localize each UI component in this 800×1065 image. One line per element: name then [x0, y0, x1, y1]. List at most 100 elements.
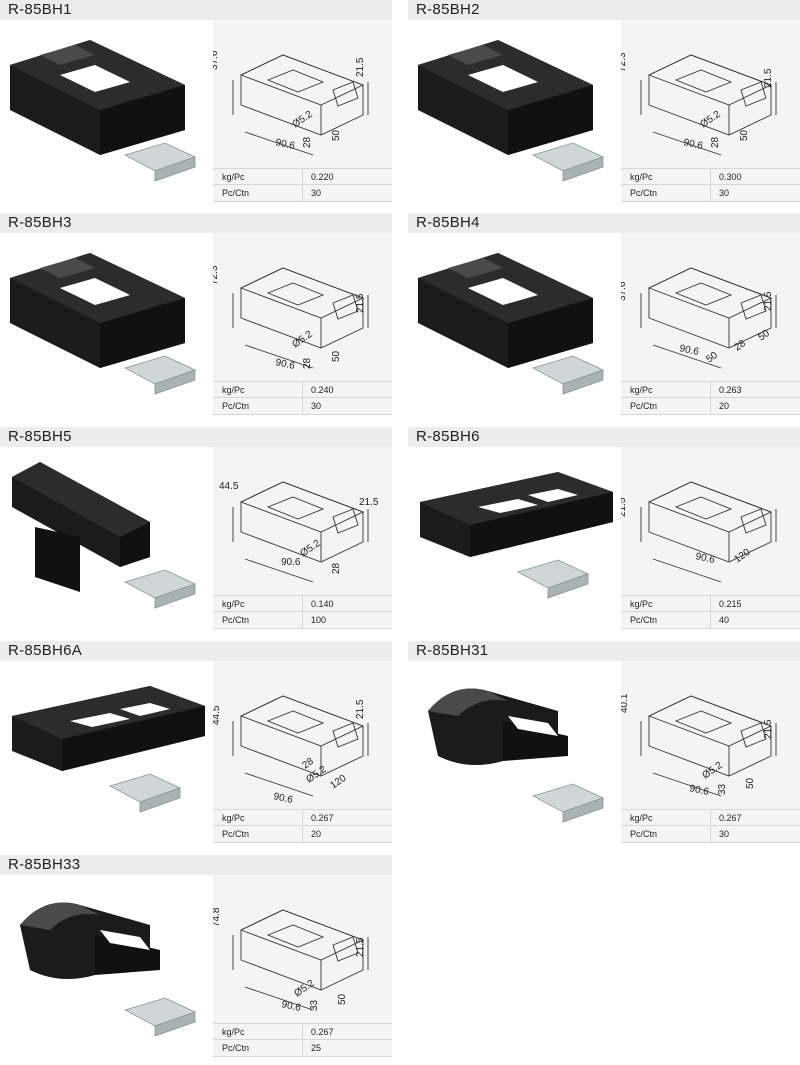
spec-label: kg/Pc	[222, 385, 245, 395]
spec-value: 0.220	[311, 172, 334, 182]
spec-divider	[710, 382, 711, 398]
spec-divider	[302, 612, 303, 628]
product-photo	[428, 688, 605, 823]
dimension-label: 37.6	[213, 50, 220, 70]
product-model-title: R-85BH3	[0, 213, 392, 233]
product-model-title: R-85BH1	[0, 0, 392, 20]
spec-weight-row: kg/Pc 0.220	[213, 168, 392, 185]
product-photo-area	[408, 20, 621, 200]
spec-value: 0.263	[719, 385, 742, 395]
spec-weight-row: kg/Pc 0.263	[621, 381, 800, 398]
spec-label: kg/Pc	[222, 172, 245, 182]
dimension-label: 90.6	[281, 557, 301, 568]
dimension-label: 50	[337, 993, 348, 1005]
dimension-label: 28	[302, 136, 313, 148]
product-photo-area	[0, 661, 213, 841]
spec-value: 0.215	[719, 599, 742, 609]
product-photo-area	[408, 447, 621, 627]
dimension-label: 21.5	[355, 293, 366, 313]
dimension-label: Ø5.2	[298, 538, 322, 560]
dimension-label: Ø5.2	[700, 760, 724, 782]
spec-value: 20	[719, 401, 730, 411]
spec-divider	[302, 169, 303, 185]
product-photo	[10, 40, 197, 182]
dimension-label: 50	[331, 350, 342, 362]
product-photo-area	[0, 20, 213, 200]
dimension-label: 90.6	[682, 137, 704, 152]
spec-label: kg/Pc	[222, 1027, 245, 1037]
dimension-label: 50	[331, 129, 342, 141]
spec-value: 25	[311, 1043, 322, 1053]
dimension-label: 33	[309, 999, 320, 1011]
product-model-title: R-85BH31	[408, 641, 800, 661]
dimension-label: 28	[302, 357, 313, 369]
dimension-label: 90.6	[274, 357, 296, 372]
product-photo	[12, 462, 197, 609]
dimension-label: 74.8	[213, 907, 222, 927]
spec-value: 0.300	[719, 172, 742, 182]
product-photo	[420, 472, 613, 599]
dimension-label: 50	[739, 129, 750, 141]
product-model-title: R-85BH2	[408, 0, 800, 20]
product-photo	[10, 253, 197, 395]
spec-count-row: Pc/Ctn 20	[621, 397, 800, 415]
spec-divider	[710, 612, 711, 628]
dimension-label: 50	[756, 328, 772, 344]
spec-divider	[302, 826, 303, 842]
spec-label: Pc/Ctn	[630, 401, 658, 411]
dimension-label: 90.6	[694, 551, 716, 566]
spec-label: kg/Pc	[222, 813, 245, 823]
dimension-label: 90.6	[280, 999, 302, 1014]
dimension-label: 21.5	[621, 497, 628, 517]
product-photo	[418, 253, 605, 395]
dimension-label: 21.5	[763, 719, 774, 739]
product-model-title: R-85BH5	[0, 427, 392, 447]
spec-label: Pc/Ctn	[222, 829, 250, 839]
spec-label: kg/Pc	[630, 172, 653, 182]
spec-label: kg/Pc	[630, 385, 653, 395]
spec-label: Pc/Ctn	[222, 401, 250, 411]
spec-divider	[710, 826, 711, 842]
dimension-label: 44.5	[213, 705, 222, 725]
dimension-label: 21.5	[763, 291, 774, 311]
spec-weight-row: kg/Pc 0.300	[621, 168, 800, 185]
spec-divider	[302, 596, 303, 612]
product-photo-area	[408, 661, 621, 841]
spec-divider	[302, 1024, 303, 1040]
spec-value: 30	[719, 829, 730, 839]
dimension-label: 28	[710, 136, 721, 148]
dimension-label: 72.3	[621, 52, 628, 72]
product-model-title: R-85BH33	[0, 855, 392, 875]
spec-value: 40	[719, 615, 730, 625]
spec-value: 0.240	[311, 385, 334, 395]
spec-label: Pc/Ctn	[630, 188, 658, 198]
